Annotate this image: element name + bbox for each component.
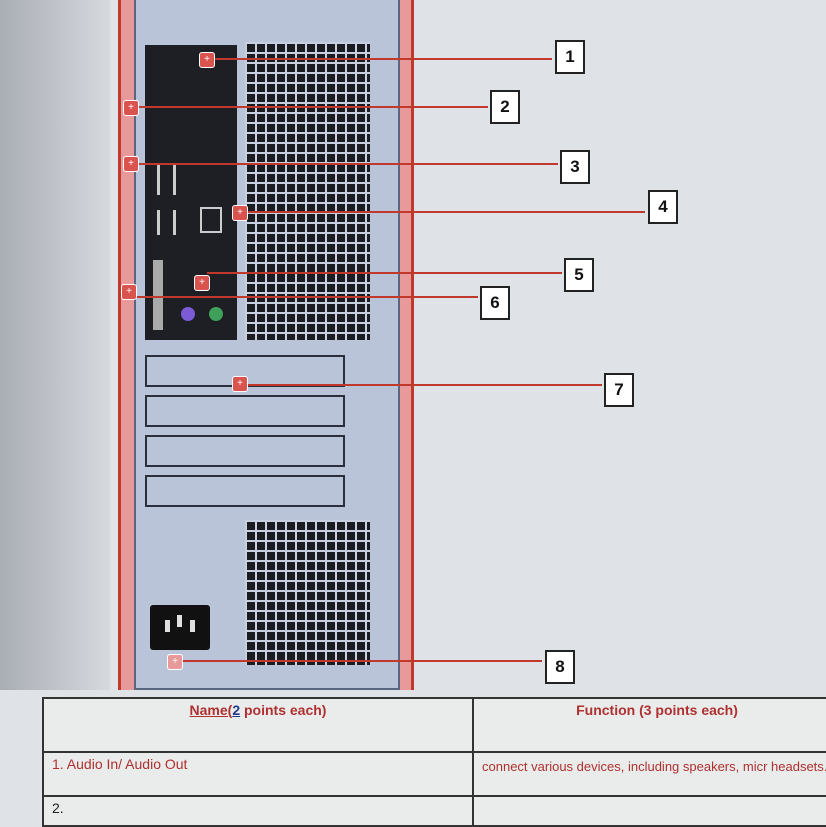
- ps2-mouse-port-icon: [181, 307, 195, 321]
- cooling-vent: [245, 42, 370, 340]
- table-row: 2.: [42, 795, 826, 827]
- ps2-keyboard-port-icon: [209, 307, 223, 321]
- callout-marker-8[interactable]: +: [167, 654, 183, 670]
- serial-port-icon: [153, 260, 163, 330]
- callout-line-5: [207, 272, 562, 274]
- callout-line-7: [245, 384, 602, 386]
- callout-marker-5[interactable]: +: [194, 275, 210, 291]
- callout-line-8: [180, 660, 542, 662]
- callout-marker-2[interactable]: +: [123, 100, 139, 116]
- callout-marker-6[interactable]: +: [121, 284, 137, 300]
- callout-box-6: 6: [480, 286, 510, 320]
- power-socket-icon: [150, 605, 210, 650]
- table-row: 1. Audio In/ Audio Out connect various d…: [42, 751, 826, 797]
- table-header-row: Name(2 points each) Function (3 points e…: [42, 697, 826, 753]
- usb-port-icon: [173, 165, 176, 195]
- name-cell[interactable]: 2.: [42, 795, 474, 827]
- callout-marker-3[interactable]: +: [123, 156, 139, 172]
- usb-port-icon: [157, 210, 160, 235]
- function-cell[interactable]: [472, 795, 826, 827]
- screen-edge-shadow: [0, 0, 110, 690]
- expansion-slot: [145, 475, 345, 507]
- callout-marker-4[interactable]: +: [232, 205, 248, 221]
- name-column-header: Name(2 points each): [42, 697, 474, 753]
- name-header-prefix: Name(: [189, 702, 233, 718]
- ethernet-port-icon: [200, 207, 222, 233]
- function-column-header: Function (3 points each): [472, 697, 826, 753]
- power-supply-fan: [245, 520, 370, 665]
- io-port-panel: [145, 45, 237, 340]
- name-header-suffix: points each): [240, 702, 327, 718]
- callout-box-1: 1: [555, 40, 585, 74]
- callout-marker-7[interactable]: +: [232, 376, 248, 392]
- callout-line-2: [136, 106, 488, 108]
- name-header-points: 2: [232, 702, 241, 718]
- callout-line-6: [134, 296, 478, 298]
- callout-line-3: [136, 163, 558, 165]
- callout-box-3: 3: [560, 150, 590, 184]
- callout-box-2: 2: [490, 90, 520, 124]
- name-cell[interactable]: 1. Audio In/ Audio Out: [42, 751, 474, 797]
- expansion-slot: [145, 395, 345, 427]
- callout-box-8: 8: [545, 650, 575, 684]
- answer-table: Name(2 points each) Function (3 points e…: [42, 697, 826, 827]
- usb-port-icon: [157, 165, 160, 195]
- callout-box-5: 5: [564, 258, 594, 292]
- function-cell[interactable]: connect various devices, including speak…: [472, 751, 826, 797]
- callout-line-4: [245, 211, 645, 213]
- usb-port-icon: [173, 210, 176, 235]
- callout-marker-1[interactable]: +: [199, 52, 215, 68]
- callout-line-1: [212, 58, 552, 60]
- callout-box-4: 4: [648, 190, 678, 224]
- expansion-slot: [145, 435, 345, 467]
- callout-box-7: 7: [604, 373, 634, 407]
